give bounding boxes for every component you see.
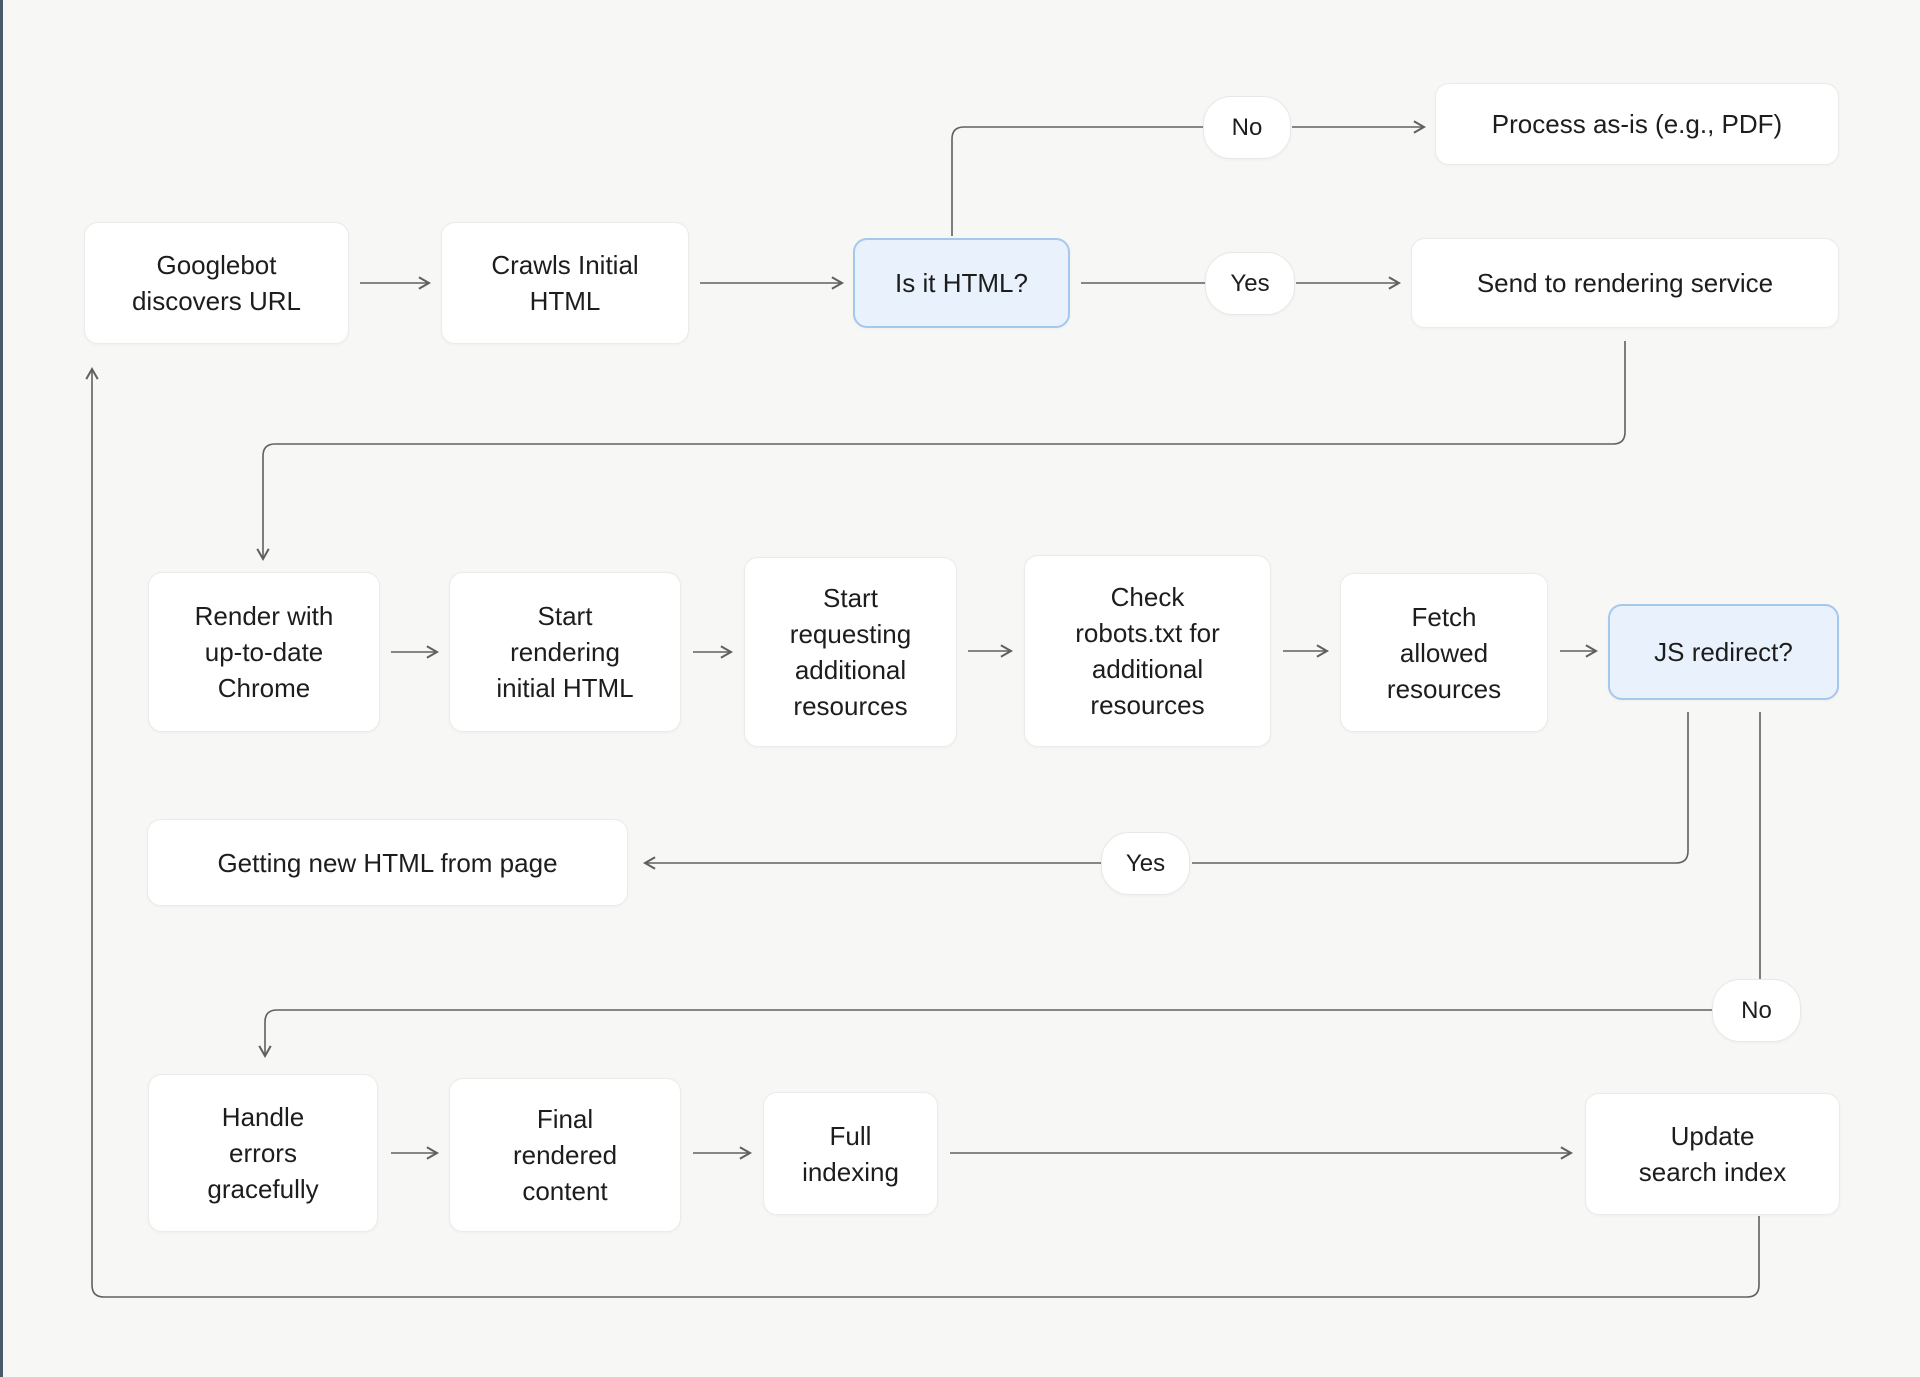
node-label: Getting new HTML from page xyxy=(217,847,558,878)
node-label: JS redirect? xyxy=(1654,637,1793,667)
node-label: Handle errors gracefully xyxy=(207,1102,319,1204)
node-label: Check robots.txt for additional resource… xyxy=(1075,582,1220,720)
node-full-indexing: Full indexing xyxy=(763,1092,938,1215)
node-googlebot-discovers-url: Googlebot discovers URL xyxy=(84,222,349,344)
node-send-to-rendering-service: Send to rendering service xyxy=(1411,238,1839,328)
node-js-redirect: JS redirect? xyxy=(1608,604,1839,700)
node-check-robots-txt-for-additional-resources: Check robots.txt for additional resource… xyxy=(1024,555,1271,747)
node-label: Update search index xyxy=(1638,1121,1787,1187)
node-label: Final rendered content xyxy=(512,1104,618,1206)
node-render-with-up-to-date-chrome: Render with up-to-date Chrome xyxy=(148,572,380,732)
node-getting-new-html-from-page: Getting new HTML from page xyxy=(147,819,628,906)
decision-pill-yes-is-html: Yes xyxy=(1205,252,1295,315)
node-update-search-index: Update search index xyxy=(1585,1093,1840,1215)
node-label: Googlebot discovers URL xyxy=(131,250,302,316)
node-label: Send to rendering service xyxy=(1476,268,1774,298)
node-final-rendered-content: Final rendered content xyxy=(449,1078,681,1232)
pill-label: Yes xyxy=(1125,849,1166,877)
node-handle-errors-gracefully: Handle errors gracefully xyxy=(148,1074,378,1232)
node-label: Start requesting additional resources xyxy=(789,583,912,721)
node-is-it-html: Is it HTML? xyxy=(853,238,1070,328)
node-label: Start rendering initial HTML xyxy=(496,601,634,703)
node-label: Fetch allowed resources xyxy=(1386,601,1502,704)
decision-pill-no-js-redirect: No xyxy=(1712,979,1801,1042)
node-crawls-initial-html: Crawls Initial HTML xyxy=(441,222,689,344)
node-fetch-allowed-resources: Fetch allowed resources xyxy=(1340,573,1548,732)
pill-label: No xyxy=(1741,996,1772,1024)
pill-label: Yes xyxy=(1230,269,1270,297)
node-label: Process as-is (e.g., PDF) xyxy=(1491,109,1783,139)
pill-label: No xyxy=(1231,113,1263,141)
node-label: Is it HTML? xyxy=(895,268,1028,298)
decision-pill-yes-js-redirect: Yes xyxy=(1101,832,1190,895)
node-label: Render with up-to-date Chrome xyxy=(194,601,334,703)
edge-isithtml-to-no-pill xyxy=(951,126,1204,236)
node-label: Full indexing xyxy=(802,1120,899,1187)
decision-pill-no-not-html: No xyxy=(1203,96,1291,159)
node-process-as-is: Process as-is (e.g., PDF) xyxy=(1435,83,1839,165)
node-label: Crawls Initial HTML xyxy=(491,250,639,316)
node-start-rendering-initial-html: Start rendering initial HTML xyxy=(449,572,681,732)
node-start-requesting-additional-resources: Start requesting additional resources xyxy=(744,557,957,747)
edge-no-pill-to-handle xyxy=(258,1009,1712,1059)
edge-send-to-render xyxy=(256,341,1626,562)
window-left-edge xyxy=(0,0,3,1377)
